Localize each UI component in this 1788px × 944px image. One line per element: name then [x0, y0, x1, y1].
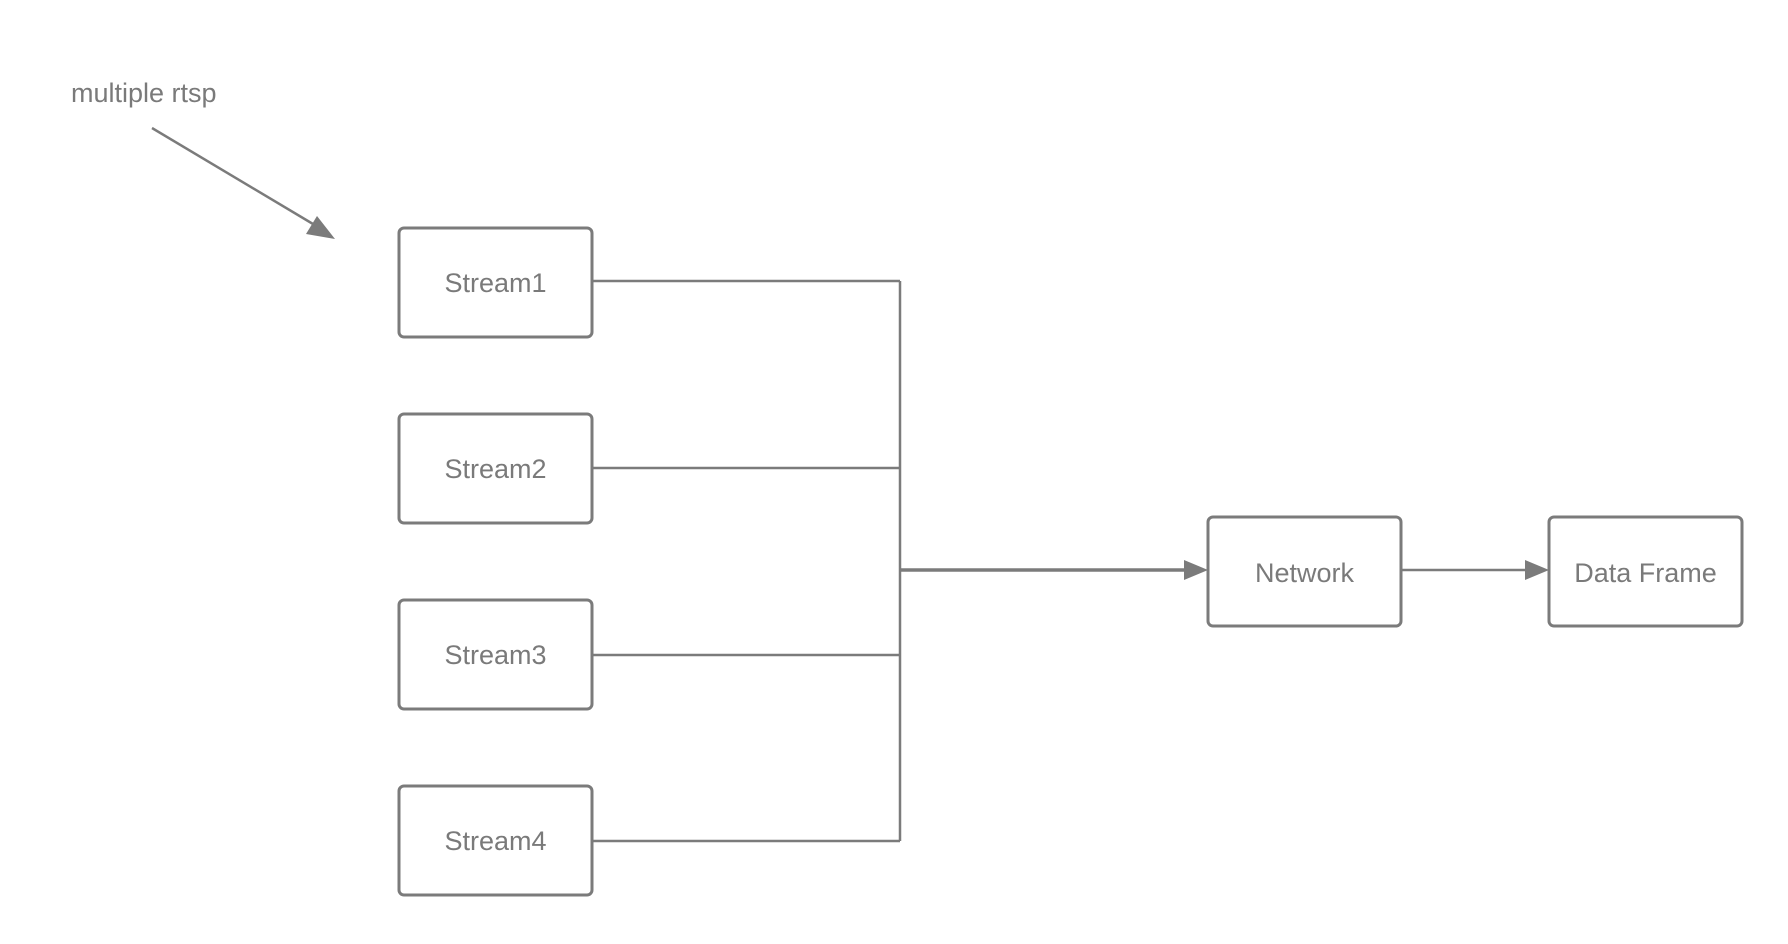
node-stream4-label: Stream4: [444, 826, 546, 856]
node-stream2[interactable]: Stream2: [397, 412, 594, 525]
edge-bus-network: [900, 560, 1208, 580]
node-stream1-box: [397, 226, 594, 339]
node-stream4[interactable]: Stream4: [397, 784, 594, 897]
node-network-label: Network: [1255, 558, 1355, 588]
dataframe-arrowhead: [1525, 560, 1549, 580]
node-data-frame[interactable]: Data Frame: [1547, 515, 1744, 628]
annotation-label: multiple rtsp: [71, 78, 217, 108]
node-network[interactable]: Network: [1206, 515, 1403, 628]
annotation-arrowhead: [306, 216, 335, 239]
node-stream1[interactable]: Stream1: [397, 226, 594, 339]
node-stream3[interactable]: Stream3: [397, 598, 594, 711]
annotation-arrow: [151, 126, 335, 239]
network-arrowhead: [1184, 560, 1208, 580]
node-stream2-label: Stream2: [444, 454, 546, 484]
edge-network-dataframe: [1401, 560, 1549, 580]
node-network-box: [1206, 515, 1403, 628]
node-data-frame-label: Data Frame: [1574, 558, 1717, 588]
node-stream1-label: Stream1: [444, 268, 546, 298]
node-data-frame-box: [1547, 515, 1744, 628]
node-stream3-label: Stream3: [444, 640, 546, 670]
